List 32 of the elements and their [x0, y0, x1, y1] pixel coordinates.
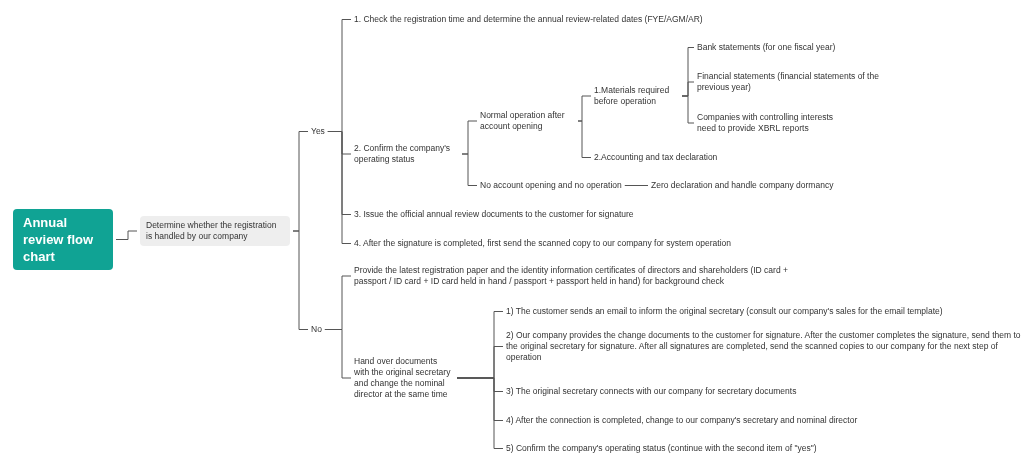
branch-label: 1. Check the registration time and determine the annual review-related dates (FYE/AGM/AR): [354, 14, 703, 25]
branch-label: No account opening and no operation: [480, 180, 622, 191]
branch-label: Companies with controlling interests need to provide XBRL reports: [697, 112, 852, 134]
branch-label: 5) Confirm the company's operating status (continue with the second item of "yes"): [506, 443, 817, 454]
branch-label: Financial statements (financial statements of the previous year): [697, 71, 887, 93]
topic-box: Determine whether the registration is handled by our company: [140, 216, 290, 246]
title-box: Annual review flow chart: [13, 209, 113, 270]
branch-label: Bank statements (for one fiscal year): [697, 42, 836, 53]
branch-label: 4) After the connection is completed, change to our company's secretary and nominal director: [506, 415, 858, 426]
branch-label: Yes: [311, 126, 325, 137]
branch-label: 3. Issue the official annual review documents to the customer for signature: [354, 209, 634, 220]
connector-line: [292, 230, 309, 330]
branch-label: No: [311, 324, 322, 335]
branch-label: 1.Materials required before operation: [594, 85, 679, 107]
branch-label: 2. Confirm the company's operating status: [354, 143, 459, 165]
branch-label: 4. After the signature is completed, first send the scanned copy to our company for system operation: [354, 238, 732, 249]
connector-line: [461, 153, 478, 186]
connector-line: [456, 377, 504, 449]
connector-line: [324, 329, 352, 379]
branch-label: Provide the latest registration paper and the identity information certificates of directors and shareholders (ID card + passport / ID card + ID card held in hand / passport + passport held in hand) for background check: [354, 265, 794, 287]
connector-line: [681, 95, 695, 124]
connector-line: [327, 131, 352, 244]
branch-label: 1) The customer sends an email to inform the original secretary (consult our company's sales for the email template): [506, 306, 943, 317]
branch-label: 2) Our company provides the change documents to the customer for signature. After the customer completes the signature, send them to the original secretary for signature. After all signatures are completed, send the scanned copies to our company for the next step of operation: [506, 330, 1021, 363]
connector-line: [624, 185, 649, 186]
connector-line: [115, 230, 138, 240]
branch-label: Hand over documents with the original secretary and change the nominal director at the same time: [354, 356, 454, 400]
branch-label: Zero declaration and handle company dormancy: [651, 180, 834, 191]
branch-label: 3) The original secretary connects with our company for secretary documents: [506, 386, 797, 397]
branch-label: Normal operation after account opening: [480, 110, 575, 132]
connector-line: [577, 120, 592, 158]
branch-label: 2.Accounting and tax declaration: [594, 152, 718, 163]
